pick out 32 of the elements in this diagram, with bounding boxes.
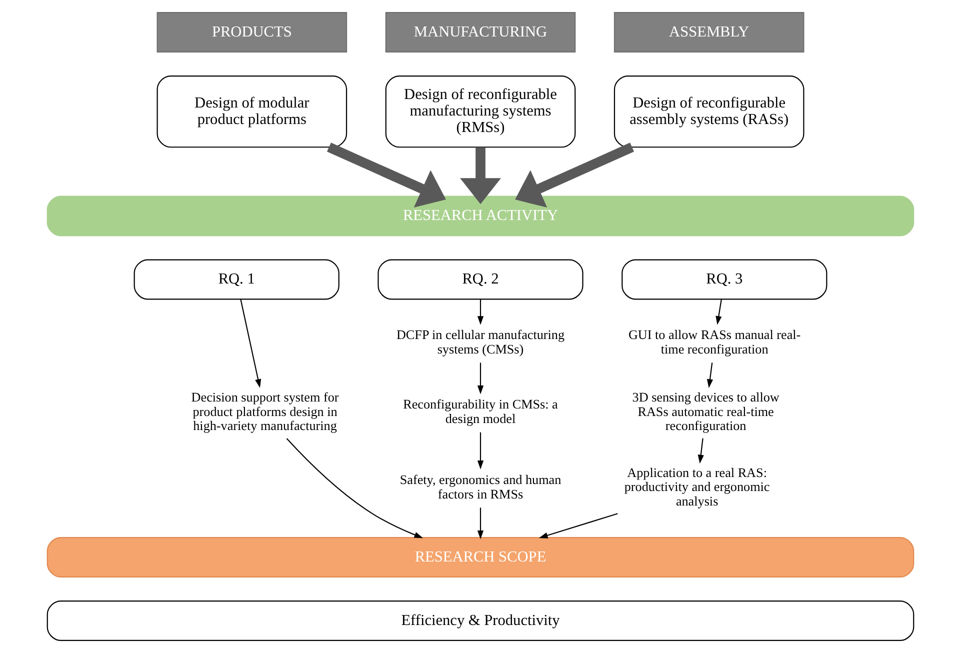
node-box: MANUFACTURING xyxy=(384,12,576,53)
arrow xyxy=(706,362,713,388)
arrow xyxy=(697,438,704,464)
arrow xyxy=(514,142,634,208)
arrow xyxy=(240,299,261,388)
node-text: DCFP in cellular manufacturing systems (CMSs) xyxy=(396,327,564,356)
arrow xyxy=(715,299,722,325)
arrow xyxy=(476,432,484,470)
node-box: RQ. 2 xyxy=(377,259,583,300)
node-text: Reconfigurability in CMSs: a design model xyxy=(402,396,558,426)
arrow xyxy=(460,147,500,204)
node-text: GUI to allow RASs manual real-time reconfiguration xyxy=(628,327,800,356)
node-box: Design of reconfigurable manufacturing systems (RMSs) xyxy=(384,75,576,148)
arrow xyxy=(476,508,484,540)
node-text: Application to a real RAS: productivity and ergonomic analysis xyxy=(624,465,770,508)
arrow xyxy=(538,513,618,538)
node-box: Design of reconfigurable assembly systems (RASs) xyxy=(613,75,804,148)
arrow xyxy=(476,299,484,325)
node-box: RQ. 1 xyxy=(133,259,339,300)
node-box: PRODUCTS xyxy=(156,12,347,53)
node-box: ASSEMBLY xyxy=(613,12,804,53)
node-box: Design of modular product platforms xyxy=(156,75,347,148)
arrow xyxy=(476,362,484,394)
node-box: RESEARCH SCOPE xyxy=(46,537,914,578)
arrow xyxy=(326,142,446,208)
node-box: RQ. 3 xyxy=(621,259,827,300)
arrow xyxy=(286,438,423,538)
node-box: Efficiency & Productivity xyxy=(46,600,914,641)
node-box: RESEARCH ACTIVITY xyxy=(46,196,914,236)
node-text: Decision support system for product platforms design in high-variety manufacturing xyxy=(190,390,338,433)
node-text: 3D sensing devices to allow RASs automatic real-time reconfiguration xyxy=(632,390,779,433)
node-text: Safety, ergonomics and human factors in RMSs xyxy=(399,472,561,502)
